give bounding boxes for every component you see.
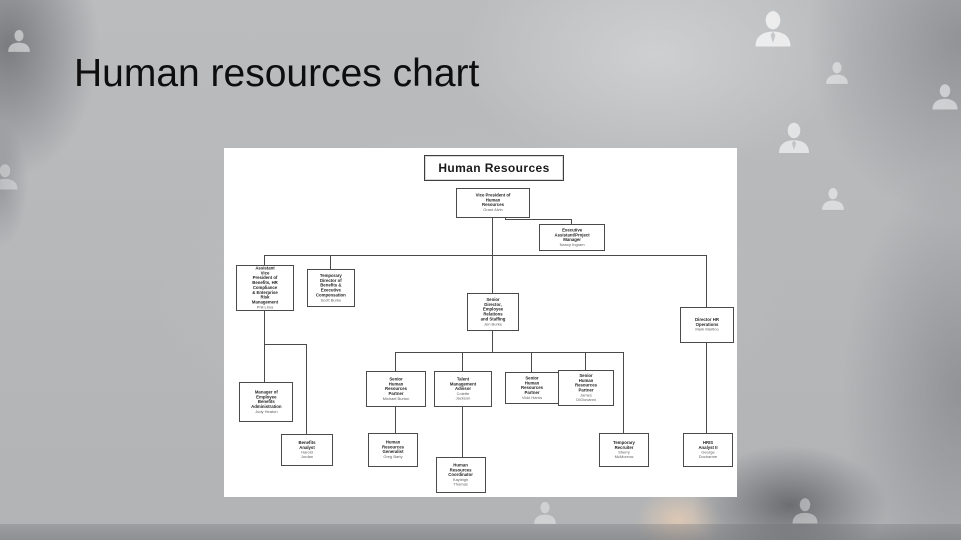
org-node-title: Senior Human Resources Partner <box>575 373 597 393</box>
org-node-title: Manager of Employee Benefits Administrat… <box>250 389 282 409</box>
org-node-benefits-analyst: Benefits Analyst Harold Jordan <box>281 434 333 466</box>
org-node-person: Judy Heaton <box>254 409 278 414</box>
connector-line <box>264 255 265 265</box>
connector-line <box>264 309 265 382</box>
org-node-title: Senior Human Resources Partner <box>521 375 543 395</box>
connector-line <box>531 352 532 372</box>
org-node-temp-recruiter: Temporary Recruiter Sherry McMorrow <box>599 433 649 467</box>
org-node-person: Colette Jackson <box>455 391 471 401</box>
org-node-person: Grant Alvin <box>483 207 503 213</box>
connector-line <box>571 219 572 224</box>
org-node-person: Sherry McMorrow <box>614 450 634 460</box>
org-node-title: Director HR Operations <box>695 317 719 328</box>
slide-title: Human resources chart <box>74 52 480 95</box>
org-node-person: Greg Barty <box>383 454 403 460</box>
org-node-senior-hr-partner-3: Senior Human Resources Partner James DiG… <box>558 370 614 406</box>
connector-line <box>462 405 463 457</box>
org-node-person: Kayleigh Thomas <box>453 477 469 487</box>
connector-line <box>395 405 396 433</box>
org-node-title: Human Resources Generalist <box>382 439 404 455</box>
connector-line <box>462 352 463 371</box>
org-node-person: Scott Burke <box>320 297 342 303</box>
org-node-title: Talent Management Advisor <box>449 376 477 392</box>
person-icon <box>790 496 820 526</box>
org-node-title: Temporary Director of Benefits & Executi… <box>316 272 346 298</box>
connector-line <box>395 352 396 371</box>
connector-line <box>492 255 493 293</box>
org-node-title: Senior Director, Employee Relations and … <box>480 296 506 322</box>
connector-line <box>395 352 624 353</box>
org-node-person: Nancy Ingram <box>559 242 585 247</box>
org-node-title: Human Resources Coordinator <box>448 462 474 478</box>
person-icon <box>6 28 32 54</box>
connector-line <box>492 329 493 352</box>
org-node-director-hr-ops: Director HR Operations Mark Martino <box>680 307 734 343</box>
org-node-title: Executive Assistant/Project Manager <box>554 227 590 242</box>
org-node-senior-director: Senior Director, Employee Relations and … <box>467 293 519 331</box>
person-icon <box>532 500 558 526</box>
org-node-title: Senior Human Resources Partner <box>385 376 407 396</box>
org-node-hris-analyst: HRIS Analyst II George Ducharme <box>683 433 733 467</box>
connector-line <box>306 344 307 434</box>
connector-line <box>330 255 331 269</box>
org-node-person: George Ducharme <box>698 450 718 460</box>
org-chart-panel: Human Resources Vice President of Human … <box>224 148 737 497</box>
org-node-vp: Vice President of Human Resources Grant … <box>456 188 530 218</box>
org-node-person: Vicki Harris <box>521 395 543 400</box>
person-icon <box>752 8 794 50</box>
org-node-title: Vice President of Human Resources <box>475 192 511 208</box>
org-node-person: James DiGiovanni <box>576 392 596 402</box>
org-node-exec-assistant: Executive Assistant/Project Manager Nanc… <box>539 224 605 251</box>
org-node-assistant-vp: Assistant Vice President of Benefits, HR… <box>236 265 294 311</box>
connector-line <box>264 344 307 345</box>
org-node-person: Jen Burke <box>483 321 503 327</box>
connector-line <box>264 255 707 256</box>
org-node-title: Temporary Recruiter <box>613 439 635 450</box>
org-node-senior-hr-partner-1: Senior Human Resources Partner Michael B… <box>366 371 426 407</box>
org-chart-heading: Human Resources <box>424 155 564 181</box>
person-icon <box>824 60 850 86</box>
person-icon <box>820 186 846 212</box>
org-node-temp-director: Temporary Director of Benefits & Executi… <box>307 269 355 307</box>
org-node-title: Assistant Vice President of Benefits, HR… <box>251 265 279 305</box>
org-node-title: Benefits Analyst <box>298 439 316 450</box>
photo-bottom-edge <box>0 524 961 540</box>
connector-line <box>492 216 493 255</box>
org-node-person: Harold Jordan <box>300 450 314 460</box>
person-icon <box>930 82 960 112</box>
org-node-title: HRIS Analyst II <box>698 439 718 450</box>
connector-line <box>706 255 707 307</box>
connector-line <box>585 352 586 370</box>
org-node-hr-generalist: Human Resources Generalist Greg Barty <box>368 433 418 467</box>
connector-line <box>623 352 624 433</box>
org-node-person: Mark Martino <box>695 327 719 332</box>
connector-line <box>505 219 572 220</box>
org-node-hr-coordinator: Human Resources Coordinator Kayleigh Tho… <box>436 457 486 493</box>
org-node-person: Michael Burton <box>382 396 410 401</box>
org-node-senior-hr-partner-2: Senior Human Resources Partner Vicki Har… <box>505 372 559 404</box>
org-node-person: Phil Lima <box>256 304 274 310</box>
connector-line <box>706 341 707 433</box>
org-node-talent-advisor: Talent Management Advisor Colette Jackso… <box>434 371 492 407</box>
person-icon <box>0 162 20 192</box>
person-icon <box>776 120 812 156</box>
connector-line <box>505 216 506 220</box>
org-node-benefits-manager: Manager of Employee Benefits Administrat… <box>239 382 293 422</box>
